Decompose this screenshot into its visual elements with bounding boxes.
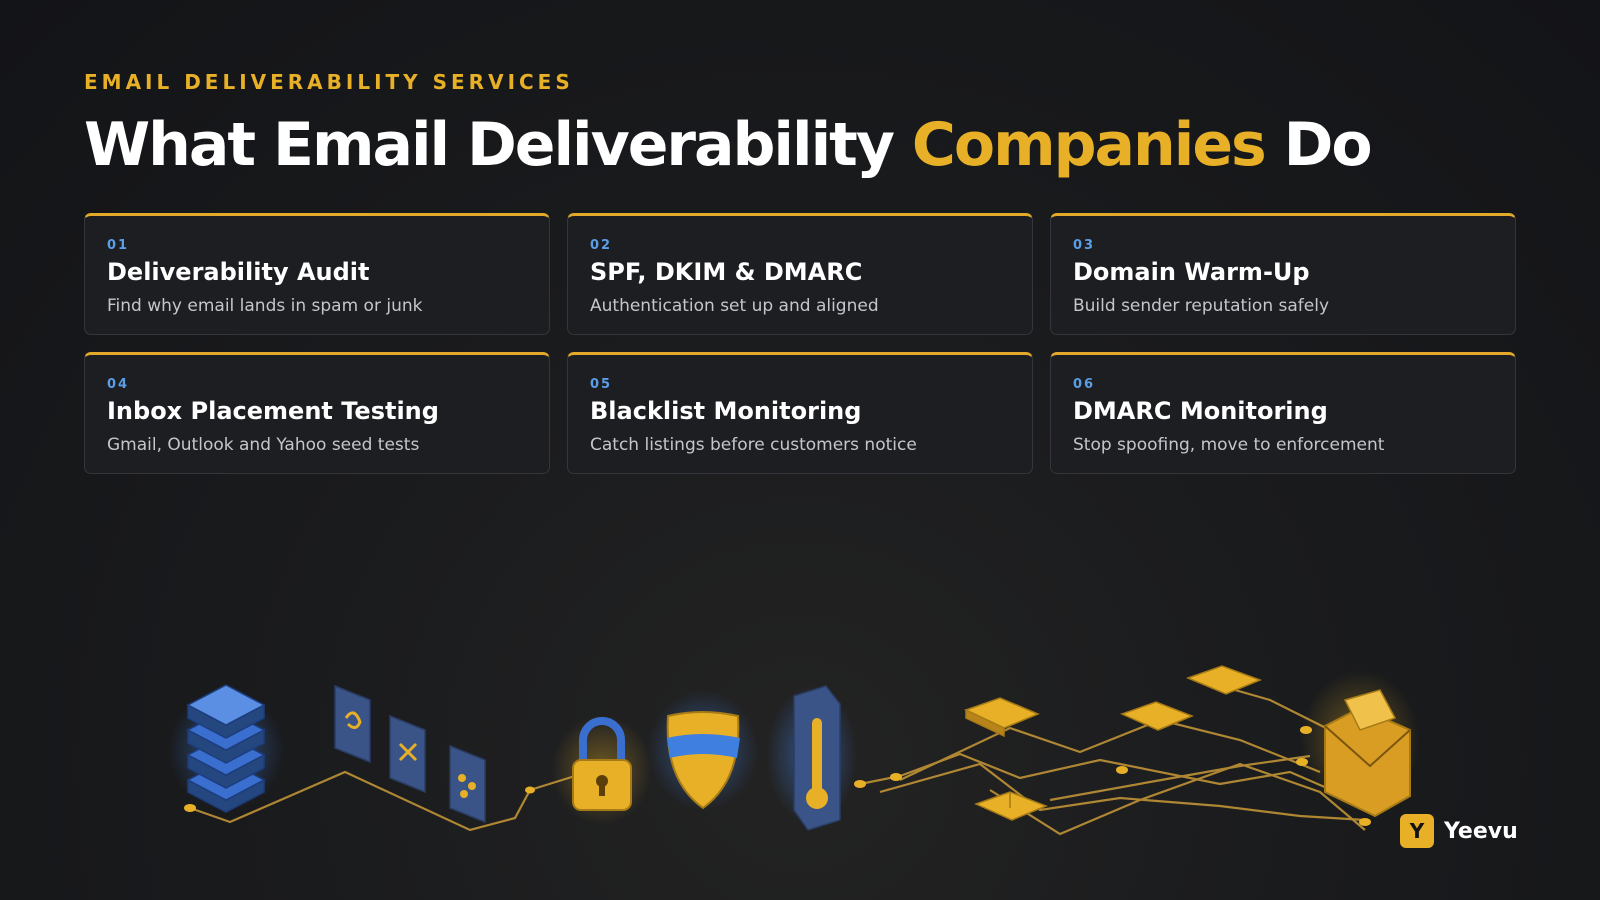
service-card-blacklist: 05 Blacklist Monitoring Catch listings b…: [567, 352, 1033, 474]
server-stack-icon: [168, 684, 284, 813]
service-title: Domain Warm-Up: [1073, 258, 1310, 286]
service-card-inbox-testing: 04 Inbox Placement Testing Gmail, Outloo…: [84, 352, 550, 474]
service-description: Stop spoofing, move to enforcement: [1073, 435, 1385, 455]
thermometer-icon: [767, 685, 857, 831]
illustration: [168, 665, 1420, 836]
service-title: Inbox Placement Testing: [107, 397, 439, 425]
service-card-dmarc: 06 DMARC Monitoring Stop spoofing, move …: [1050, 352, 1516, 474]
service-description: Gmail, Outlook and Yahoo seed tests: [107, 435, 420, 455]
logo-badge: Y: [1400, 814, 1434, 848]
service-number: 02: [590, 238, 613, 253]
service-description: Catch listings before customers notice: [590, 435, 917, 455]
service-description: Build sender reputation safely: [1073, 296, 1330, 316]
service-title: DMARC Monitoring: [1073, 397, 1328, 425]
large-envelope-icon: [1300, 670, 1420, 818]
services-grid: 01 Deliverability Audit Find why email l…: [84, 213, 1516, 474]
title-part-2: Do: [1264, 110, 1373, 180]
service-number: 01: [107, 238, 130, 253]
service-title: SPF, DKIM & DMARC: [590, 258, 863, 286]
service-card-authentication: 02 SPF, DKIM & DMARC Authentication set …: [567, 213, 1033, 335]
title-accent: Companies: [911, 110, 1267, 180]
service-title: Blacklist Monitoring: [590, 397, 862, 425]
service-card-warmup: 03 Domain Warm-Up Build sender reputatio…: [1050, 213, 1516, 335]
service-number: 05: [590, 377, 613, 392]
service-description: Find why email lands in spam or junk: [107, 296, 423, 316]
shield-icon: [648, 690, 758, 810]
service-title: Deliverability Audit: [107, 258, 370, 286]
service-card-audit: 01 Deliverability Audit Find why email l…: [84, 213, 550, 335]
service-number: 03: [1073, 238, 1096, 253]
brand-logo: Y Yeevu: [1400, 814, 1518, 848]
padlock-icon: [552, 715, 652, 825]
eyebrow: EMAIL DELIVERABILITY SERVICES: [84, 70, 574, 94]
service-number: 04: [107, 377, 130, 392]
page-title: What Email Deliverability Companies Do: [84, 108, 1373, 182]
envelope-icon: [964, 665, 1263, 821]
brand-name: Yeevu: [1444, 818, 1518, 844]
service-description: Authentication set up and aligned: [590, 296, 879, 316]
service-number: 06: [1073, 377, 1096, 392]
title-part-1: What Email Deliverability: [84, 110, 912, 180]
document-glyphs: [344, 711, 476, 798]
